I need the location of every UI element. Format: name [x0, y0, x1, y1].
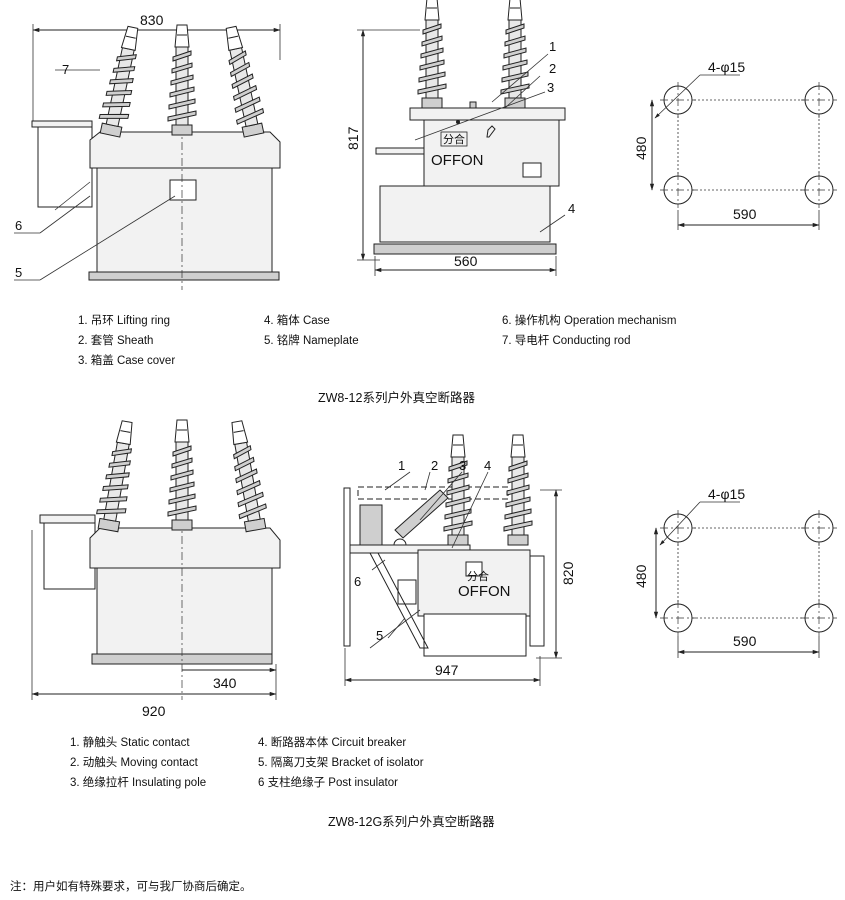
d1-legend-item-5: 5. 铭牌 Nameplate [264, 333, 359, 347]
d2-front-view [31, 418, 281, 700]
d1-legend-item-6: 6. 操作机构 Operation mechanism [502, 313, 676, 327]
d2-panel-status-label: OFFON [458, 583, 511, 600]
d2-legend-item-2: 2. 动触头 Moving contact [70, 755, 199, 769]
d2-callout-3: 3 [459, 458, 466, 473]
d1-callout-5: 5 [15, 265, 22, 280]
d1-callout-6: 6 [15, 218, 22, 233]
d2-legend-item-3: 3. 绝缘拉杆 Insulating pole [70, 775, 206, 789]
d1-legend-item-2: 2. 套管 Sheath [78, 333, 153, 347]
d2-footprint [653, 501, 837, 658]
d1-callout-3: 3 [547, 80, 554, 95]
d2-legend-item-6: 6 支柱绝缘子 Post insulator [258, 775, 398, 789]
d1-dim-hole-spacing-y: 480 [633, 136, 649, 160]
d1-legend-item-3: 3. 箱盖 Case cover [78, 353, 175, 367]
d1-caption: ZW8-12系列户外真空断路器 [318, 390, 475, 405]
d1-dim-height: 817 [345, 126, 361, 150]
d2-callout-1: 1 [398, 458, 405, 473]
d2-dim-height: 820 [560, 561, 576, 585]
d2-caption: ZW8-12G系列户外真空断路器 [328, 814, 495, 829]
d2-legend-item-1: 1. 静触头 Static contact [70, 735, 190, 749]
d2-side-view [343, 434, 562, 686]
d1-panel-switch-label: 分合 [443, 132, 465, 146]
d2-callout-2: 2 [431, 458, 438, 473]
d1-legend-item-4: 4. 箱体 Case [264, 313, 330, 327]
d2-dim-hole-spacing-x: 590 [733, 633, 757, 649]
d1-dim-holes: 4-φ15 [708, 59, 745, 75]
d1-callout-7: 7 [62, 62, 69, 77]
d1-footprint [649, 74, 837, 230]
d2-legend-item-5: 5. 隔离刀支架 Bracket of isolator [258, 755, 424, 769]
d2-dim-holes: 4-φ15 [708, 486, 745, 502]
d2-callout-4: 4 [484, 458, 491, 473]
d2-dim-hole-spacing-y: 480 [633, 564, 649, 588]
d1-callout-1: 1 [549, 39, 556, 54]
d2-callout-6: 6 [354, 574, 361, 589]
footnote: 注：用户如有特殊要求，可与我厂协商后确定。 [10, 879, 252, 893]
d1-dim-width: 830 [140, 12, 164, 28]
d1-dim-depth: 560 [454, 253, 478, 269]
d2-callout-5: 5 [376, 628, 383, 643]
d1-legend-item-7: 7. 导电杆 Conducting rod [502, 333, 630, 347]
d2-dim-depth: 947 [435, 662, 459, 678]
d1-callout-2: 2 [549, 61, 556, 76]
d2-legend-item-4: 4. 断路器本体 Circuit breaker [258, 735, 406, 749]
d1-legend-item-1: 1. 吊环 Lifting ring [78, 314, 170, 327]
d1-callout-4: 4 [568, 201, 575, 216]
d2-panel-switch-label: 分合 [467, 569, 489, 583]
d1-front-view [14, 23, 281, 290]
d2-dim-offset: 340 [213, 675, 237, 691]
d1-panel-status-label: OFFON [431, 152, 484, 169]
d2-dim-width: 920 [142, 703, 166, 719]
d1-side-view [357, 0, 566, 276]
d1-dim-hole-spacing-x: 590 [733, 206, 757, 222]
